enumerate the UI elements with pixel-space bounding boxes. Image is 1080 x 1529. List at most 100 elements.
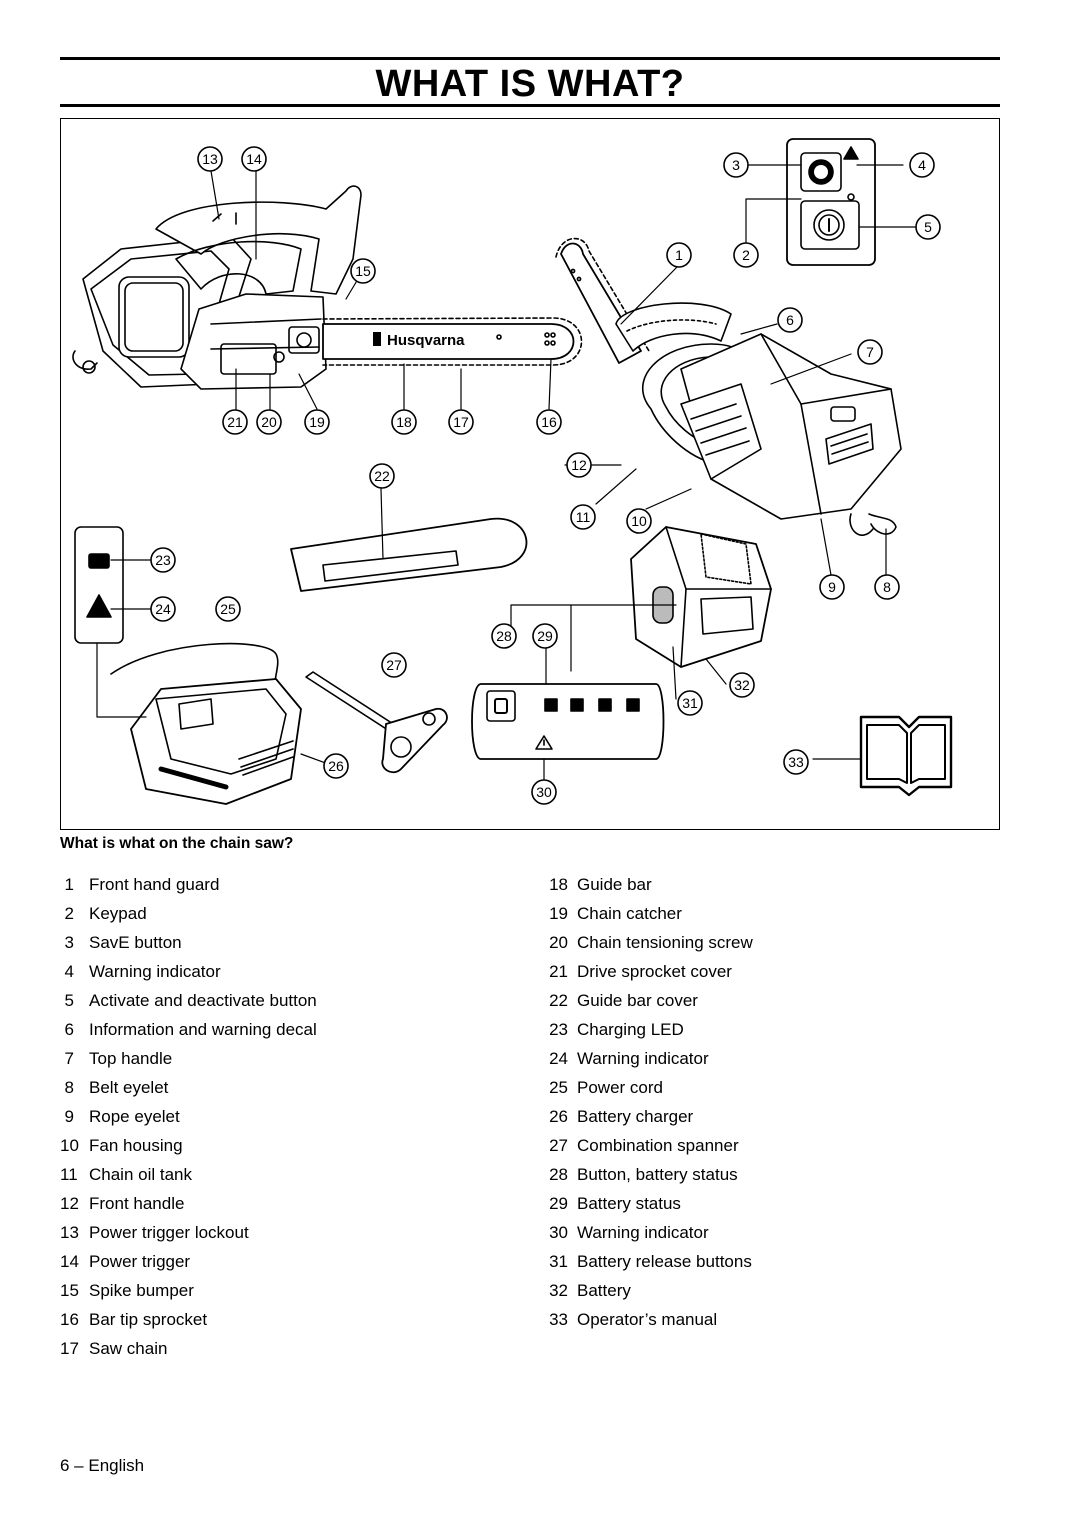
part-number: 25 bbox=[549, 1078, 568, 1097]
part-label: Drive sprocket cover bbox=[577, 962, 732, 981]
part-label: Front handle bbox=[89, 1194, 185, 1213]
chainsaw-perspective-illustration bbox=[555, 237, 902, 536]
callout-13: 13 bbox=[197, 146, 223, 172]
svg-text:24: 24 bbox=[155, 601, 171, 617]
part-number: 19 bbox=[549, 904, 568, 923]
callout-31: 31 bbox=[677, 690, 703, 716]
part-number: 28 bbox=[549, 1165, 568, 1184]
list-item: 23 Charging LED bbox=[548, 1017, 753, 1046]
part-number: 17 bbox=[60, 1339, 79, 1358]
part-label: Rope eyelet bbox=[89, 1107, 180, 1126]
part-label: Battery charger bbox=[577, 1107, 694, 1126]
svg-text:27: 27 bbox=[386, 657, 402, 673]
svg-text:31: 31 bbox=[682, 695, 698, 711]
keypad-detail-illustration bbox=[786, 138, 876, 266]
part-number: 13 bbox=[60, 1223, 79, 1242]
callout-33: 33 bbox=[783, 749, 809, 775]
svg-text:7: 7 bbox=[866, 344, 874, 360]
callout-28: 28 bbox=[491, 623, 517, 649]
part-label: Spike bumper bbox=[89, 1281, 194, 1300]
callout-25: 25 bbox=[215, 596, 241, 622]
part-number: 27 bbox=[549, 1136, 568, 1155]
callout-11: 11 bbox=[570, 504, 596, 530]
part-label: Power trigger bbox=[89, 1252, 191, 1271]
callout-6: 6 bbox=[777, 307, 803, 333]
part-number: 21 bbox=[549, 962, 568, 981]
part-label: Warning indicator bbox=[577, 1223, 709, 1242]
chainsaw-side-illustration: Husqvarna bbox=[72, 185, 583, 390]
svg-text:22: 22 bbox=[374, 468, 390, 484]
part-label: Warning indicator bbox=[89, 962, 221, 981]
title-underline bbox=[60, 104, 1000, 107]
svg-text:30: 30 bbox=[536, 784, 552, 800]
list-item: 17 Saw chain bbox=[60, 1336, 317, 1365]
callout-4: 4 bbox=[909, 152, 935, 178]
part-number: 10 bbox=[60, 1136, 79, 1155]
svg-text:12: 12 bbox=[571, 457, 587, 473]
svg-text:6: 6 bbox=[786, 312, 794, 328]
page-title: WHAT IS WHAT? bbox=[375, 63, 685, 105]
svg-text:26: 26 bbox=[328, 758, 344, 774]
callout-19: 19 bbox=[304, 409, 330, 435]
part-label: Activate and deactivate button bbox=[89, 991, 317, 1010]
part-label: Chain oil tank bbox=[89, 1165, 193, 1184]
part-label: Saw chain bbox=[89, 1339, 168, 1358]
part-label: Information and warning decal bbox=[89, 1020, 317, 1039]
top-rule bbox=[60, 57, 1000, 60]
part-number: 4 bbox=[64, 962, 74, 981]
svg-text:17: 17 bbox=[453, 414, 469, 430]
part-number: 29 bbox=[549, 1194, 568, 1213]
svg-text:4: 4 bbox=[918, 157, 926, 173]
part-label: Charging LED bbox=[577, 1020, 684, 1039]
part-number: 9 bbox=[64, 1107, 74, 1126]
svg-text:15: 15 bbox=[355, 263, 371, 279]
part-label: Battery release buttons bbox=[577, 1252, 752, 1271]
callout-1: 1 bbox=[666, 242, 692, 268]
callout-9: 9 bbox=[819, 574, 845, 600]
svg-text:23: 23 bbox=[155, 552, 171, 568]
part-number: 20 bbox=[549, 933, 568, 952]
callout-32: 32 bbox=[729, 672, 755, 698]
callout-17: 17 bbox=[448, 409, 474, 435]
svg-text:29: 29 bbox=[537, 628, 553, 644]
part-number: 3 bbox=[64, 933, 74, 952]
callout-29: 29 bbox=[532, 623, 558, 649]
list-item: 12 Front handle bbox=[60, 1191, 317, 1220]
callout-7: 7 bbox=[857, 339, 883, 365]
callout-22: 22 bbox=[369, 463, 395, 489]
part-label: SavE button bbox=[89, 933, 182, 952]
part-number: 26 bbox=[549, 1107, 568, 1126]
svg-text:2: 2 bbox=[742, 247, 750, 263]
list-item: 27 Combination spanner bbox=[548, 1133, 753, 1162]
svg-text:32: 32 bbox=[734, 677, 750, 693]
callout-16: 16 bbox=[536, 409, 562, 435]
callout-18: 18 bbox=[391, 409, 417, 435]
part-label: Combination spanner bbox=[577, 1136, 739, 1155]
part-label: Chain catcher bbox=[577, 904, 682, 923]
part-label: Top handle bbox=[89, 1049, 173, 1068]
svg-text:16: 16 bbox=[541, 414, 557, 430]
part-number: 32 bbox=[549, 1281, 568, 1300]
list-item: 28 Button, battery status bbox=[548, 1162, 753, 1191]
part-number: 23 bbox=[549, 1020, 568, 1039]
svg-text:13: 13 bbox=[202, 151, 218, 167]
part-number: 16 bbox=[60, 1310, 79, 1329]
part-label: Button, battery status bbox=[577, 1165, 738, 1184]
charger-panel-illustration bbox=[74, 526, 124, 644]
part-number: 12 bbox=[60, 1194, 79, 1213]
battery-illustration bbox=[630, 526, 772, 668]
svg-text:28: 28 bbox=[496, 628, 512, 644]
battery-charger-illustration bbox=[110, 642, 302, 805]
callout-14: 14 bbox=[241, 146, 267, 172]
